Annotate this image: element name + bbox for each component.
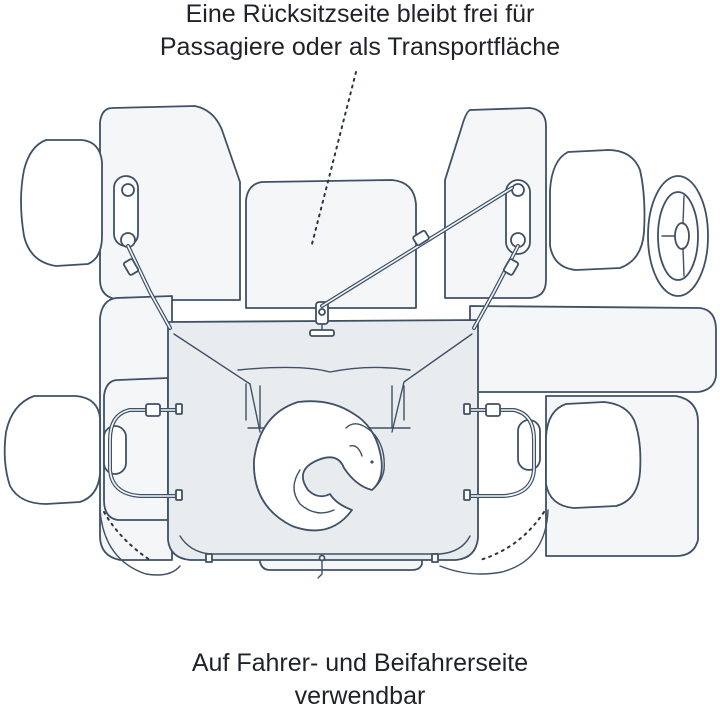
buckle-icon	[123, 229, 519, 501]
caption-bottom-line2: verwendbar	[294, 682, 426, 710]
belt-loop-left	[99, 509, 181, 576]
caption-bottom-line1: Auf Fahrer- und Beifahrerseite	[191, 649, 529, 677]
leader-line	[311, 71, 357, 245]
rear-seat-middle-free	[245, 179, 417, 309]
rear-right-headrest	[505, 149, 646, 271]
front-left-headrest	[3, 395, 127, 505]
anchor-hook-icon	[309, 301, 335, 337]
belt-loop-right-hidden	[479, 511, 545, 561]
dog-icon	[253, 400, 385, 532]
steering-wheel-icon	[647, 175, 709, 297]
strap-rear-left	[126, 244, 172, 330]
rear-left-headrest	[20, 139, 139, 267]
caption-top-line1: Eine Rücksitzseite bleibt frei für	[185, 0, 535, 28]
caption-top-line2: Passagiere oder als Transportfläche	[159, 33, 561, 61]
front-right-headrest	[517, 401, 642, 509]
strap-top-diagonal	[320, 186, 514, 308]
rear-seat-left-backrest	[99, 105, 241, 301]
caption-bottom: Auf Fahrer- und Beifahrerseite verwendba…	[0, 647, 720, 713]
belt-loop-right	[439, 509, 549, 575]
caption-top: Eine Rücksitzseite bleibt frei für Passa…	[0, 0, 720, 64]
strap-front-right	[468, 408, 536, 498]
strap-front-left	[108, 408, 178, 498]
